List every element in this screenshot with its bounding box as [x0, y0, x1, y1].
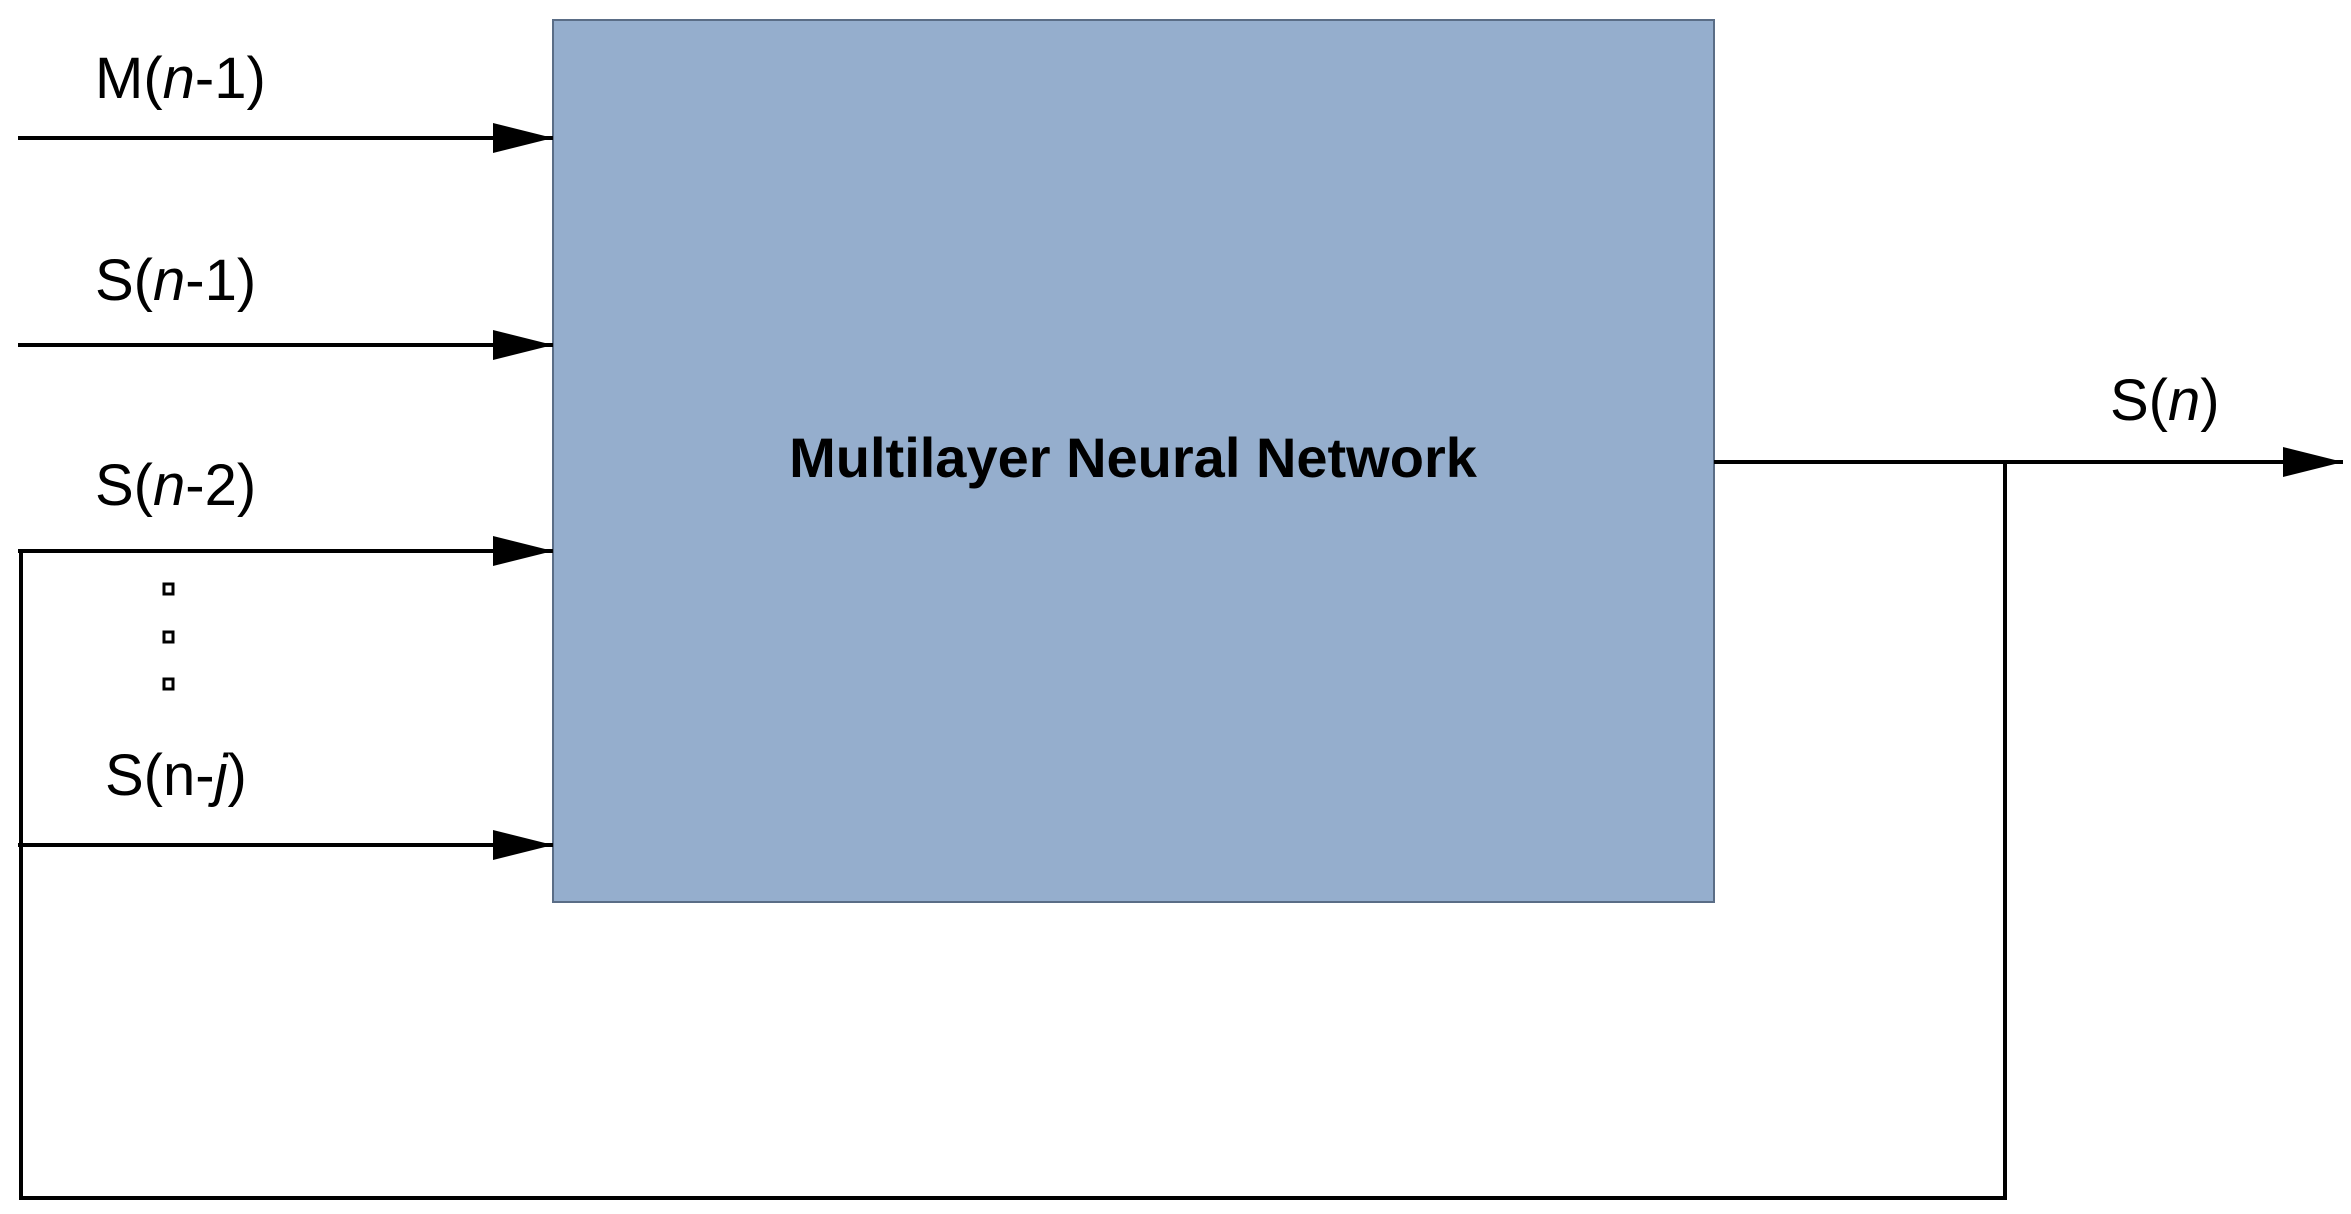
input-label-s-n-1: S(n-1)	[95, 248, 256, 313]
block-title: Multilayer Neural Network	[789, 426, 1478, 489]
input-label-s-n-2: S(n-2)	[95, 453, 256, 518]
input-label-s-n-j: S(n-j)	[105, 743, 247, 808]
feedback-loop	[19, 462, 2007, 1200]
ellipsis-dot	[162, 630, 175, 644]
ellipsis-dot	[162, 677, 175, 691]
neural-network-block	[552, 19, 1715, 903]
vertical-ellipsis	[162, 582, 175, 691]
ellipsis-dot	[162, 582, 175, 596]
output-label: S(n)	[2110, 368, 2220, 433]
input-label-m-n-1: M(n-1)	[95, 46, 266, 111]
